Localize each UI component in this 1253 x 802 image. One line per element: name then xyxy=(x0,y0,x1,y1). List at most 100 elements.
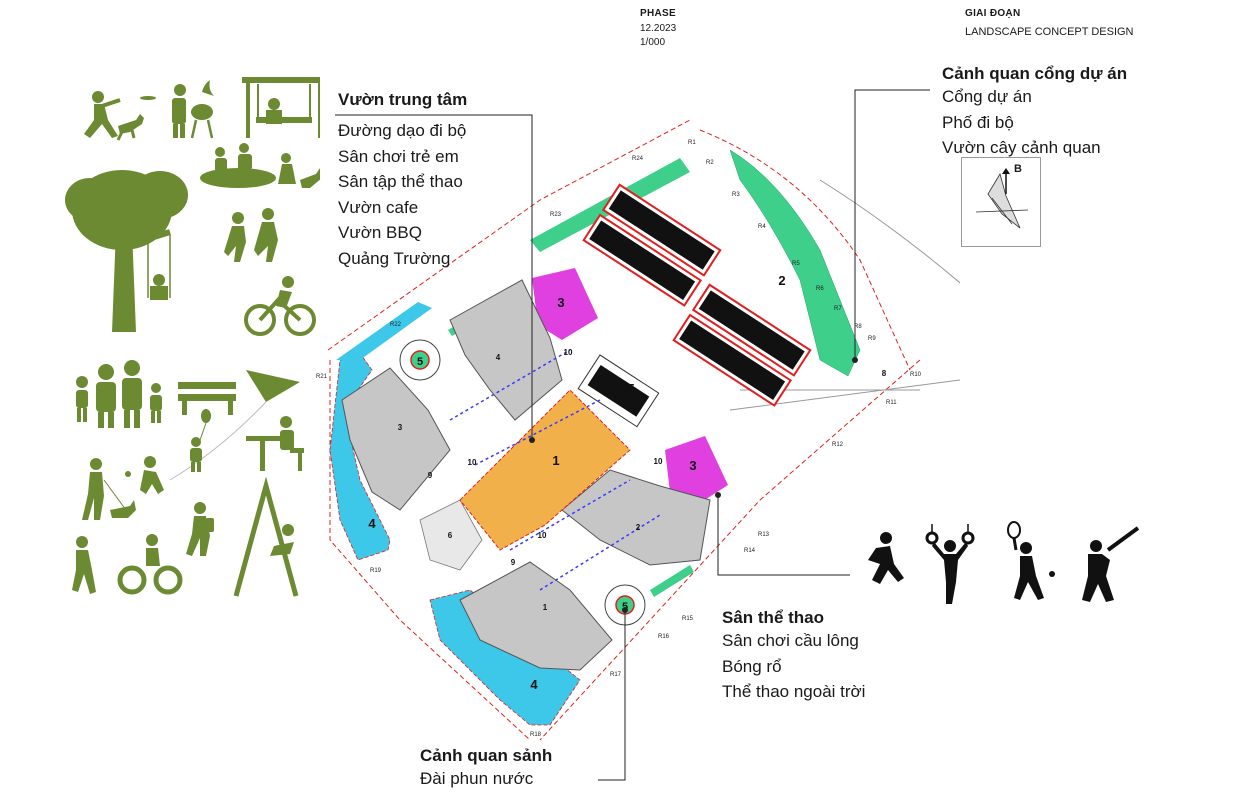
callout-item: Quảng Trường xyxy=(338,248,451,268)
stage-label: GIAI ĐOẠN xyxy=(965,8,1021,19)
sandbox-kids-icon xyxy=(200,143,276,188)
road-label: R3 xyxy=(732,192,740,198)
road-label: R7 xyxy=(834,306,842,312)
cafe-table-icon xyxy=(246,416,304,471)
compass-label: B xyxy=(1014,163,1022,175)
building-label-2: 2 xyxy=(636,523,641,532)
zone-label-2: 2 xyxy=(778,273,785,288)
phase-date: 12.2023 xyxy=(640,23,677,34)
road-label: R1 xyxy=(688,140,696,146)
gymnast-rings-icon xyxy=(925,524,975,545)
building-block-2 xyxy=(561,469,711,566)
fountain-north xyxy=(399,339,441,381)
phase-scale: 1/000 xyxy=(640,37,666,48)
callout-item: Vườn cafe xyxy=(338,197,419,217)
callout-title: Cảnh quan cổng dự án xyxy=(942,64,1128,83)
compass-rose-icon xyxy=(975,168,1029,229)
callout-item: Thể thao ngoài trời xyxy=(722,682,866,701)
frisbee-player-icon xyxy=(84,91,156,138)
zone-label-10a: 10 xyxy=(564,348,573,357)
kite-icon xyxy=(169,370,300,481)
zone-label-8: 8 xyxy=(882,369,887,378)
road-label: R2 xyxy=(706,160,714,166)
runner-icon xyxy=(868,532,904,584)
zone-label-9a: 9 xyxy=(428,471,433,480)
zone-label-3b: 3 xyxy=(689,458,696,473)
parking-block-center xyxy=(577,354,660,428)
road-label: R10 xyxy=(910,372,922,378)
zone-label-10d: 10 xyxy=(538,531,547,540)
building-label-3: 3 xyxy=(398,423,403,432)
road-label: R4 xyxy=(758,224,766,230)
tree-swing-icon xyxy=(65,170,188,332)
zone-label-4b: 4 xyxy=(530,677,538,692)
balloon-child-icon xyxy=(190,409,211,472)
zone-label-1: 1 xyxy=(552,453,559,468)
callout-item: Phố đi bộ xyxy=(942,112,1014,132)
activity-silhouettes xyxy=(65,77,320,597)
fountain-south xyxy=(604,584,646,626)
road-label: R24 xyxy=(632,156,644,162)
building-block-1 xyxy=(459,561,613,671)
callout-item: Cổng dự án xyxy=(942,87,1032,106)
road-label: R11 xyxy=(886,400,897,406)
road-label: R14 xyxy=(744,548,756,554)
road-label: R8 xyxy=(854,324,862,330)
sports-court-south xyxy=(665,436,728,508)
sports-court-north xyxy=(532,268,598,340)
zone-label-5a: 5 xyxy=(417,356,423,368)
building-block-3 xyxy=(341,367,451,511)
road-label: R12 xyxy=(832,442,844,448)
callout-item: Vườn cây cảnh quan xyxy=(942,138,1101,157)
dog-icon xyxy=(116,114,144,141)
road-label: R6 xyxy=(816,286,824,292)
tennis-player-icon xyxy=(1007,521,1055,600)
jogger-icon xyxy=(72,536,96,594)
callout-lobby: Cảnh quan sảnh Đài phun nước xyxy=(420,746,552,792)
zone-label-7c: 7 xyxy=(630,383,635,392)
zone-label-7b: 7 xyxy=(736,363,741,372)
callout-gate: Cảnh quan cổng dự án Cổng dự án Phố đi b… xyxy=(942,64,1127,161)
baseball-batter-icon xyxy=(1082,526,1140,602)
family-icon xyxy=(76,360,162,428)
phase-label: PHASE xyxy=(640,8,676,19)
road-label: R9 xyxy=(868,336,876,342)
road-label: R13 xyxy=(758,532,770,538)
zone-label-6: 6 xyxy=(448,531,453,540)
dog-walker-icon xyxy=(82,458,136,520)
callout-item: Sân chơi cầu lông xyxy=(722,631,859,650)
site-plan: 1 2 3 3 4 4 5 5 6 7 7 7 1 2 3 4 9 9 10 1… xyxy=(316,120,960,741)
central-plaza xyxy=(459,389,631,551)
zone-label-4a: 4 xyxy=(368,516,376,531)
bench-icon xyxy=(178,382,236,415)
zone-label-9b: 9 xyxy=(511,558,516,567)
callout-title: Cảnh quan sảnh xyxy=(420,746,553,765)
road-label: R23 xyxy=(550,212,562,218)
swing-bench-icon xyxy=(242,77,320,138)
parking-block-north xyxy=(582,183,722,307)
hiker-icon xyxy=(186,502,214,556)
road-label: R22 xyxy=(390,322,402,328)
road-label: R15 xyxy=(682,616,694,622)
callout-sports: Sân thể thao Sân chơi cầu lông Bóng rổ T… xyxy=(722,608,865,705)
kids-playing-icon xyxy=(224,208,278,262)
road-label: R18 xyxy=(530,732,542,738)
building-label-4: 4 xyxy=(496,353,501,362)
road-label: R17 xyxy=(610,672,622,678)
callout-item: Sân chơi trẻ em xyxy=(338,146,459,166)
callout-title: Sân thể thao xyxy=(722,608,825,627)
woman-dog-icon xyxy=(278,153,320,188)
road-label: R5 xyxy=(792,261,800,267)
sport-silhouettes xyxy=(868,521,1140,604)
road-label: R16 xyxy=(658,634,670,640)
callout-item: Đài phun nước xyxy=(420,769,534,788)
callout-item: Vườn BBQ xyxy=(338,223,422,242)
road-label: R19 xyxy=(370,568,382,574)
building-block-6 xyxy=(419,499,483,571)
callout-item: Đường dạo đi bộ xyxy=(338,121,467,140)
callout-item: Sân tập thể thao xyxy=(338,172,463,191)
callout-central-garden: Vườn trung tâm Đường dạo đi bộ Sân chơi … xyxy=(338,90,467,271)
building-block-4 xyxy=(449,279,563,421)
zone-label-10c: 10 xyxy=(654,457,663,466)
